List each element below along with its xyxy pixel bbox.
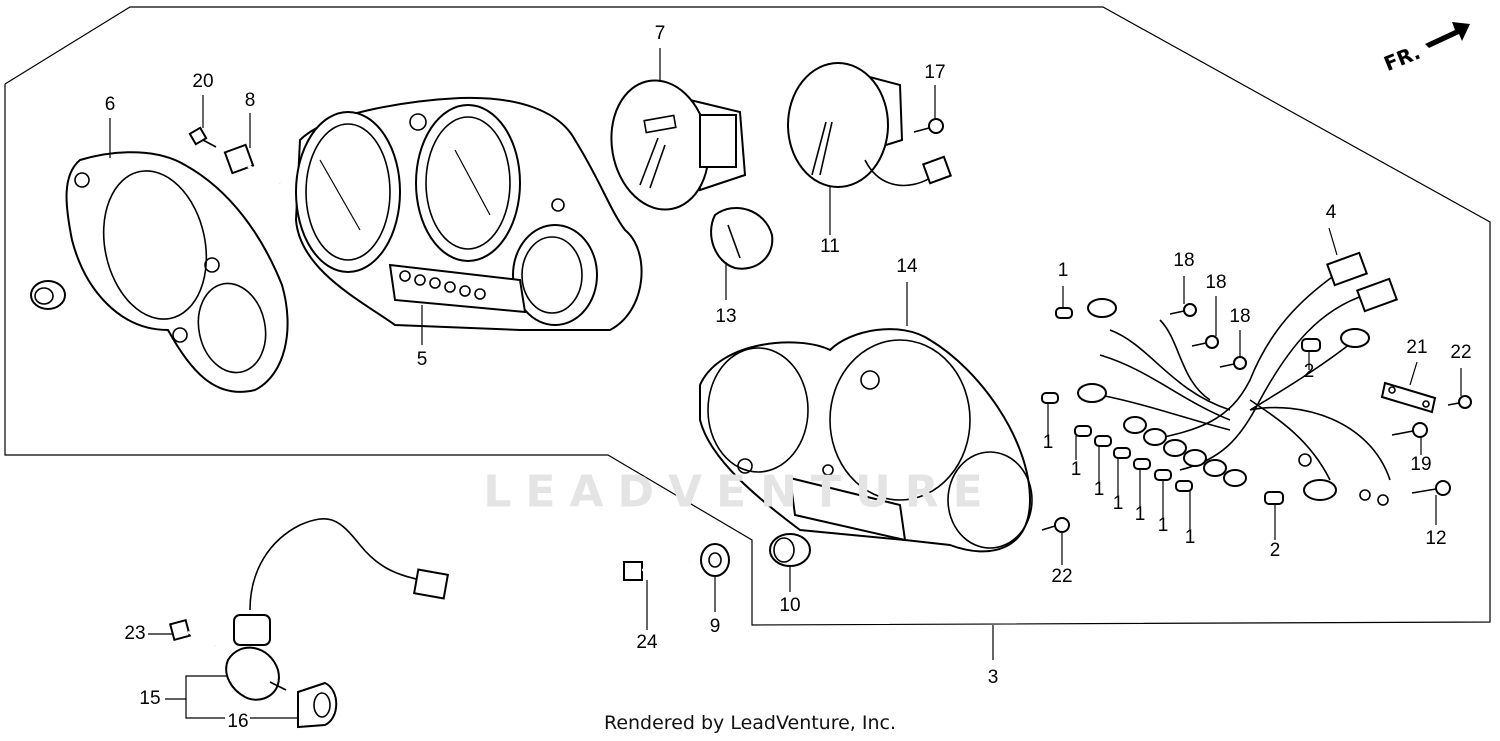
callout-20: 20 xyxy=(192,71,214,92)
callout-14: 14 xyxy=(896,256,918,277)
callout-1h: 1 xyxy=(1184,527,1196,548)
callout-7: 7 xyxy=(654,23,666,44)
leader-lines xyxy=(109,48,1462,719)
callout-16: 16 xyxy=(227,711,249,732)
part-16-cap xyxy=(297,681,338,729)
callout-22a: 22 xyxy=(1450,342,1472,363)
part-21-bracket xyxy=(1380,381,1437,414)
part-11-meter xyxy=(787,62,953,188)
callout-12: 12 xyxy=(1425,528,1447,549)
callout-5: 5 xyxy=(416,349,428,370)
part-13-gauge xyxy=(710,206,774,270)
part-7-meter xyxy=(610,79,747,211)
callout-3: 3 xyxy=(987,667,999,688)
callout-18a: 18 xyxy=(1173,250,1195,271)
credit-text: Rendered by LeadVenture, Inc. xyxy=(603,712,897,734)
callout-1f: 1 xyxy=(1134,504,1146,525)
part-6-gasket xyxy=(65,151,289,393)
callout-21: 21 xyxy=(1406,337,1428,358)
callout-1g: 1 xyxy=(1157,515,1169,536)
callout-4: 4 xyxy=(1325,202,1337,223)
part-5-meter-cover xyxy=(294,96,643,331)
callout-19: 19 xyxy=(1410,454,1432,475)
part-2-bulbs xyxy=(1264,338,1321,505)
callout-1c: 1 xyxy=(1070,459,1082,480)
part-10-bushing xyxy=(769,533,811,567)
part-12-screw xyxy=(1411,480,1451,496)
part-17-screw xyxy=(913,118,944,134)
part-22-screw-lower xyxy=(1041,517,1070,533)
part-9-washer xyxy=(700,543,730,577)
callout-10: 10 xyxy=(779,595,801,616)
callout-18b: 18 xyxy=(1205,272,1227,293)
callout-24: 24 xyxy=(636,632,658,653)
callout-23: 23 xyxy=(124,623,146,644)
part-15-sensor xyxy=(225,518,450,701)
front-direction-arrow-icon xyxy=(1425,22,1470,48)
callout-6: 6 xyxy=(104,94,116,115)
callout-13: 13 xyxy=(715,306,737,327)
callout-11: 11 xyxy=(820,236,840,257)
part-18-screws xyxy=(1169,303,1247,370)
watermark-text: LEADVENTURE xyxy=(483,466,997,518)
part-1-bulbs xyxy=(1041,307,1193,492)
callout-1d: 1 xyxy=(1093,479,1105,500)
part-24-bolt xyxy=(623,560,691,581)
callout-2b: 2 xyxy=(1269,540,1281,561)
part-23-bolt xyxy=(168,618,216,648)
part-20-screw xyxy=(188,126,217,148)
callout-1a: 1 xyxy=(1057,260,1069,281)
callout-2a: 2 xyxy=(1303,361,1315,382)
part-19-screw xyxy=(1391,422,1428,438)
callout-17: 17 xyxy=(924,62,946,83)
part-22-screw-upper xyxy=(1447,395,1472,409)
grommet-left xyxy=(30,280,66,310)
part-4-wire-harness xyxy=(1077,251,1399,506)
callout-18c: 18 xyxy=(1229,306,1251,327)
callout-1e: 1 xyxy=(1112,493,1124,514)
callout-9: 9 xyxy=(709,616,721,637)
assembly-outline xyxy=(4,6,1491,626)
callout-8: 8 xyxy=(244,90,256,111)
part-8-bolt xyxy=(223,143,281,185)
callout-1b: 1 xyxy=(1042,432,1054,453)
callout-15: 15 xyxy=(139,688,161,709)
callout-22b: 22 xyxy=(1051,566,1073,587)
part-14-meter-case xyxy=(699,328,1033,553)
